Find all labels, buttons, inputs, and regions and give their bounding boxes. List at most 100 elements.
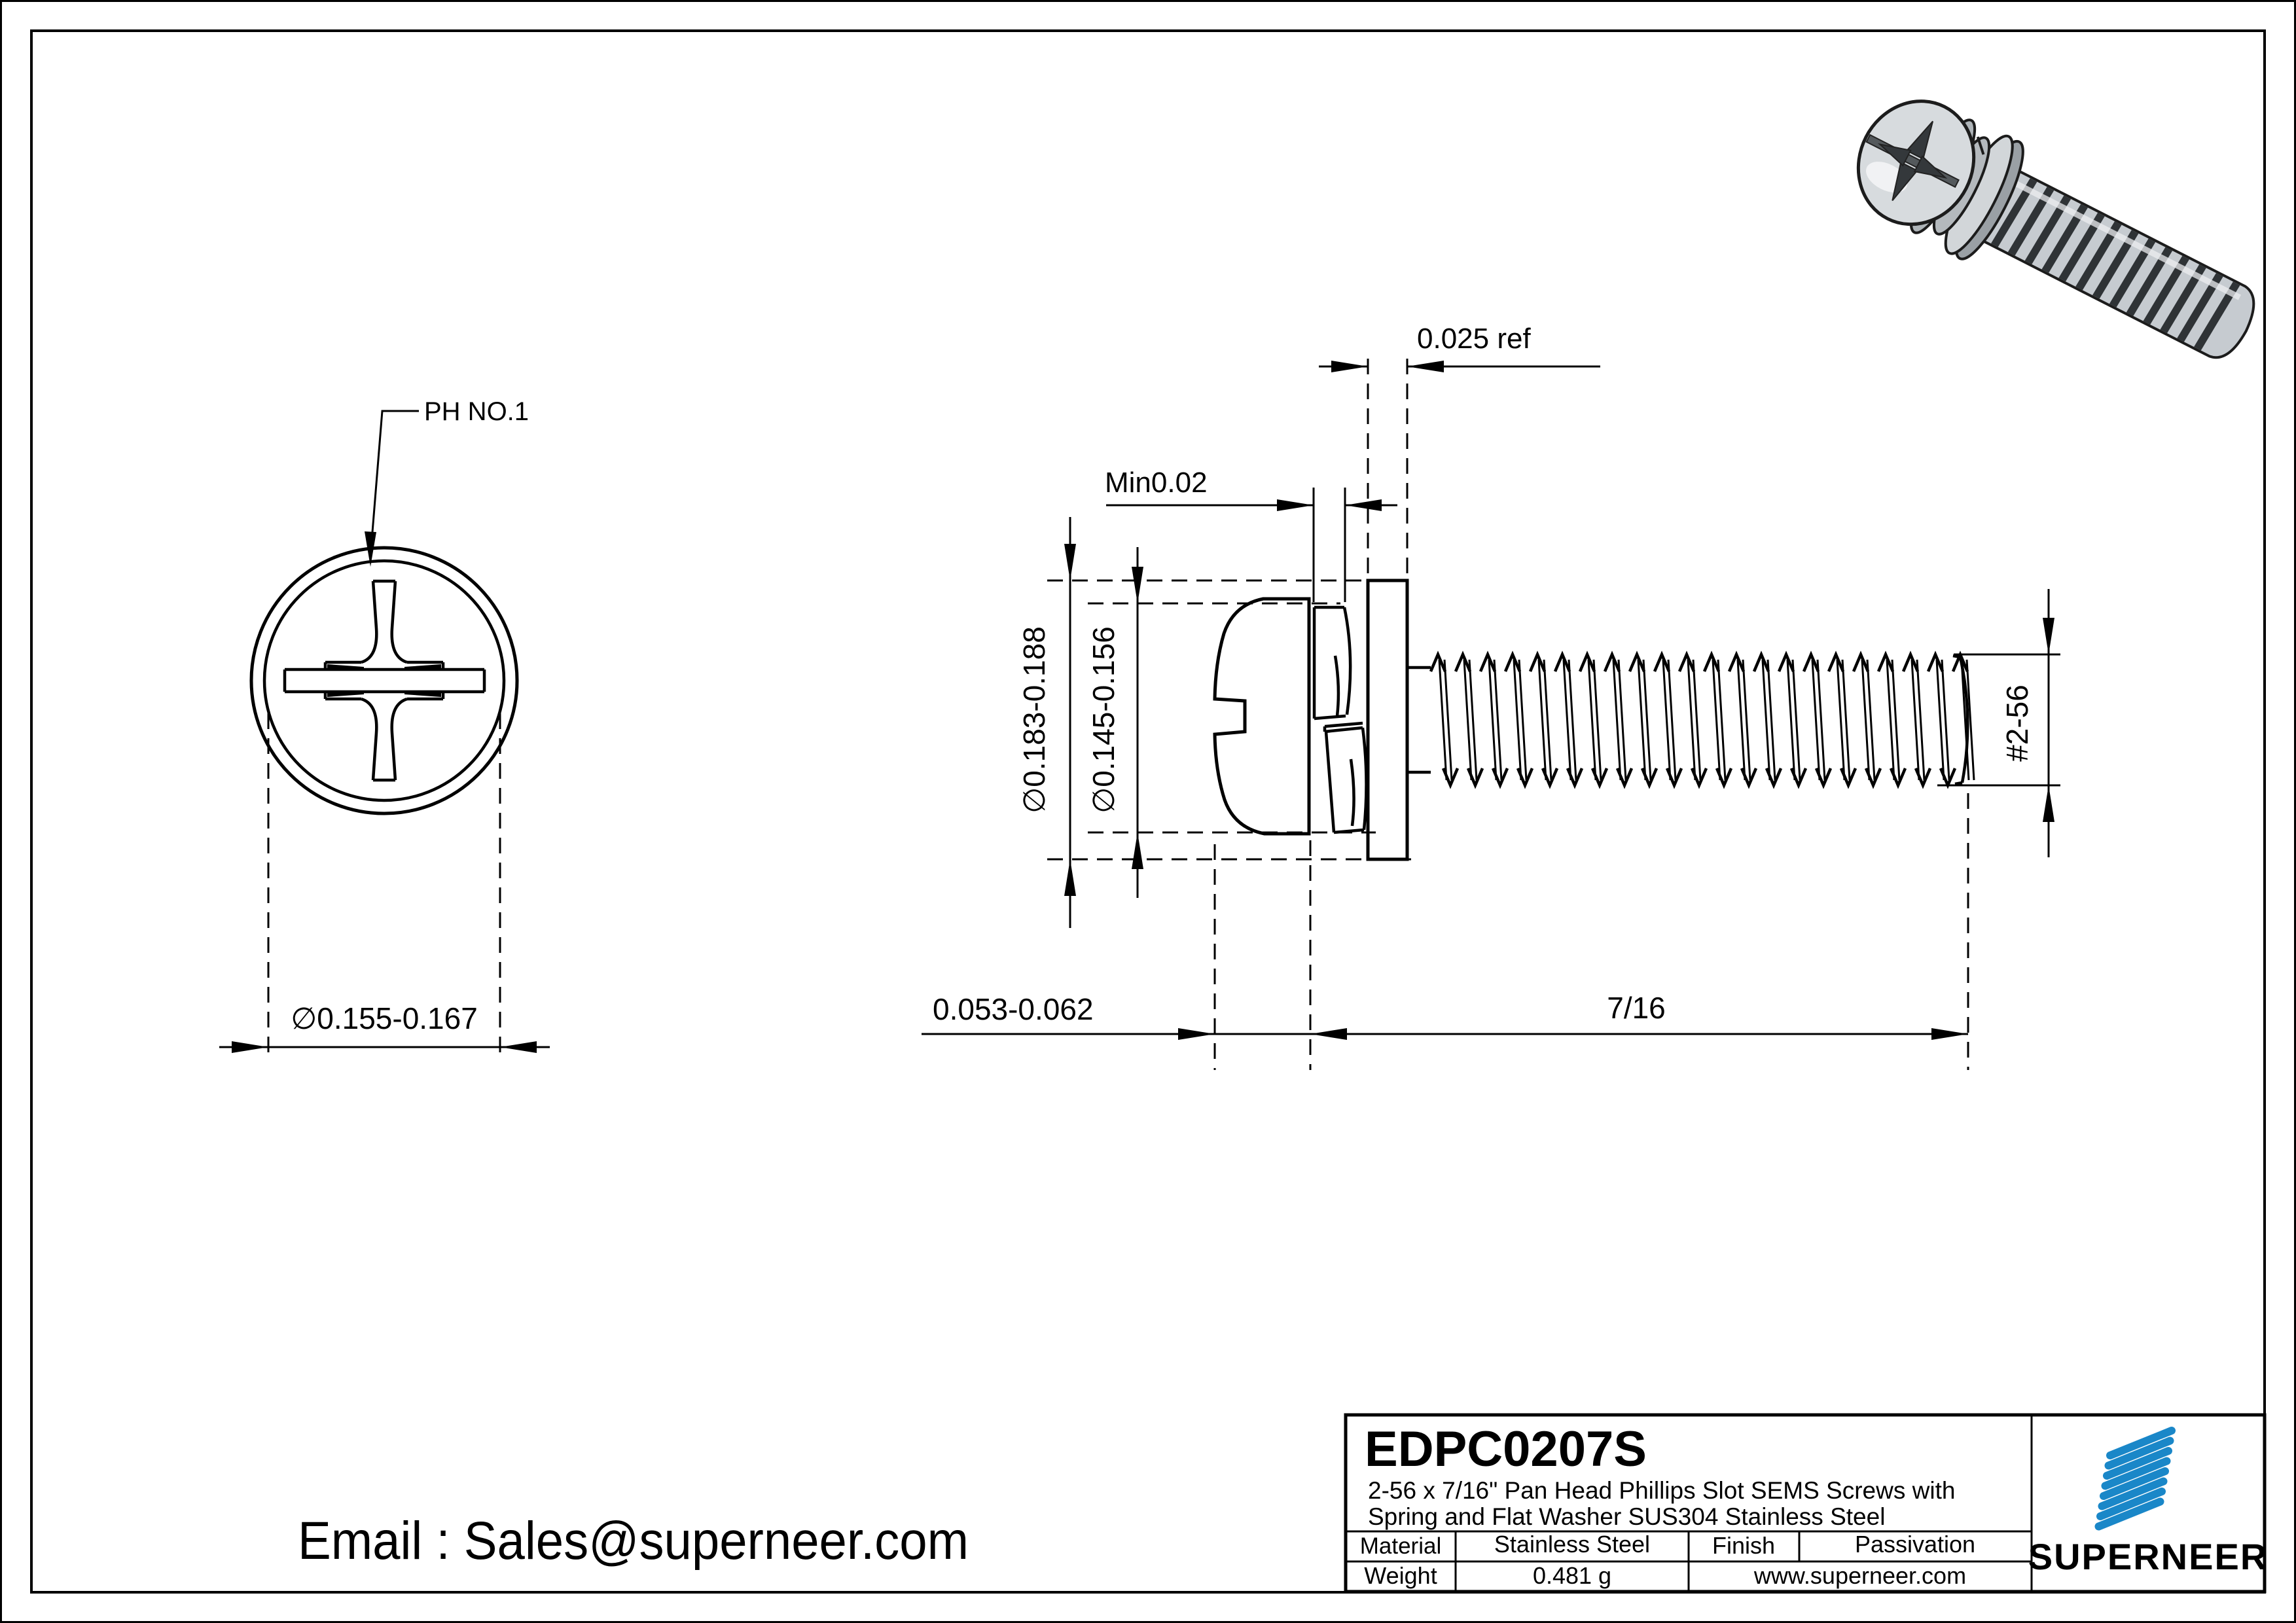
dim-arrowhead [2043, 618, 2054, 654]
material-label: Material [1360, 1533, 1441, 1559]
thread-stripe-3d [2075, 221, 2122, 291]
dim-arrowhead [1407, 361, 1444, 372]
dim-arrowhead [500, 1041, 537, 1053]
weight-value: 0.481 g [1533, 1562, 1611, 1589]
thread-stripe-3d [2160, 264, 2206, 334]
dim-arrowhead [1132, 567, 1143, 603]
length-dims: 0.053-0.062 7/16 [922, 793, 1969, 1070]
thread-stripe-3d [2126, 247, 2173, 316]
washer-od-text: ∅0.183-0.188 [1017, 626, 1051, 813]
spring-washer-top [1312, 605, 1352, 721]
weight-label: Weight [1364, 1562, 1437, 1589]
logo-stripe [2098, 1477, 2168, 1510]
drive-callout: PH NO.1 [365, 397, 529, 567]
drawing-frame [30, 29, 2266, 1594]
description-line1: 2-56 x 7/16" Pan Head Phillips Slot SEMS… [1368, 1477, 1955, 1504]
washer-od-dim: ∅0.183-0.188 [1017, 517, 1419, 928]
thread-flanks [1438, 659, 1975, 781]
recess-shadow [327, 691, 364, 697]
thread-stripe-3d [2058, 212, 2105, 282]
title-block: EDPC0207S 2-56 x 7/16" Pan Head Phillips… [1344, 1413, 2269, 1594]
head-profile [1213, 597, 1311, 836]
phillips-wedge-3d [1913, 155, 1948, 179]
email-text: Email : Sales@superneer.com [298, 1511, 969, 1571]
shank-lines [1407, 666, 1431, 774]
recess-shadow [327, 664, 364, 670]
spring-washer-split-3d [1976, 136, 1985, 155]
dim-arrowhead [1178, 1028, 1215, 1040]
extension-lines [1937, 653, 2060, 787]
dim-arrowhead [2043, 785, 2054, 822]
extension-lines [267, 713, 501, 1061]
spring-washer-bottom [1323, 721, 1368, 834]
phillips-wedge-3d [1905, 120, 1934, 160]
phillips-wedge-3d [1878, 143, 1912, 167]
head-height-text: 0.053-0.062 [933, 992, 1094, 1026]
phillips-recess-3d [1865, 120, 1960, 202]
thread-stripe-3d [1990, 178, 2037, 247]
thread-stripe-3d [2024, 195, 2072, 264]
spring-washer [1312, 605, 1368, 834]
head-inner-circle [262, 559, 506, 802]
logo-stripe [2104, 1436, 2174, 1470]
dim-arrowhead [1064, 544, 1076, 580]
dim-arrowhead [232, 1041, 268, 1053]
leader-line [369, 410, 419, 557]
flat-washer [1366, 579, 1409, 861]
head-top-diameter-text: ∅0.155-0.167 [291, 1001, 478, 1035]
superneer-logo-icon [2094, 1427, 2176, 1531]
thread-length-text: 7/16 [1607, 991, 1666, 1025]
logo-stripe [2106, 1427, 2176, 1459]
phillips-wedge-3d [1892, 161, 1918, 202]
thread-stripe-3d [2143, 255, 2190, 325]
finish-label: Finish [1712, 1532, 1775, 1559]
spring-washer-thickness-text: Min0.02 [1105, 467, 1208, 499]
leader-arrowhead [365, 531, 376, 567]
dim-arrowhead [1331, 361, 1368, 372]
thread-end [1952, 654, 1969, 786]
thread-stripe-3d [2007, 187, 2054, 256]
recess-shadow [404, 664, 441, 670]
website-link[interactable]: www.superneer.com [1753, 1562, 1966, 1589]
thread [1429, 651, 1975, 789]
phillips-wings [323, 660, 445, 701]
dim-arrowhead [1277, 499, 1314, 511]
head-outer-circle [249, 546, 519, 815]
phillips-slot-recess [283, 579, 486, 782]
logo-stripe [2094, 1497, 2164, 1531]
extension-lines [1213, 793, 1969, 1070]
table-grid-lines [1346, 1530, 2032, 1592]
dim-arrowhead [1132, 832, 1143, 869]
flat-washer-thickness-dim: 0.025 ref [1319, 323, 1600, 577]
screw-3d-render [1856, 99, 2255, 359]
thread-stripe-3d [2092, 230, 2139, 299]
brand-name: SUPERNEER [2028, 1536, 2269, 1577]
logo-stripe [2103, 1447, 2172, 1480]
thread-stripe-3d [2194, 281, 2240, 351]
thread-stripe-3d [2109, 238, 2156, 308]
extension-lines [1047, 579, 1419, 861]
thread-bottom-crests [1441, 768, 1957, 789]
dim-arrowhead [1064, 859, 1076, 896]
thread-stripe-3d [2177, 273, 2223, 342]
finish-value: Passivation [1855, 1531, 1975, 1558]
description-line2: Spring and Flat Washer SUS304 Stainless … [1368, 1503, 1885, 1530]
dim-arrowhead [1345, 499, 1382, 511]
head-top-diameter-dim: ∅0.155-0.167 [219, 713, 550, 1061]
material-value: Stainless Steel [1494, 1531, 1650, 1558]
thread-size-dim: #2-56 [1937, 589, 2060, 857]
head-od-dim: ∅0.145-0.156 [1086, 547, 1376, 898]
dim-arrowhead [1310, 1028, 1347, 1040]
thread-stripes-3d [1990, 178, 2240, 351]
dim-arrowhead [1931, 1028, 1968, 1040]
front-view: PH NO.1 ∅0.155-0.167 [219, 397, 550, 1061]
logo-stripe [2101, 1457, 2171, 1490]
slot-lines [283, 668, 486, 694]
side-view: ∅0.183-0.188 ∅0.145-0.156 Min0.02 0.025 … [922, 323, 2060, 1070]
drive-label: PH NO.1 [424, 397, 529, 426]
thread-size-text: #2-56 [2000, 685, 2034, 762]
logo-stripe [2100, 1467, 2169, 1500]
logo-stripe [2096, 1488, 2166, 1520]
thread-stripe-3d [2041, 204, 2088, 273]
